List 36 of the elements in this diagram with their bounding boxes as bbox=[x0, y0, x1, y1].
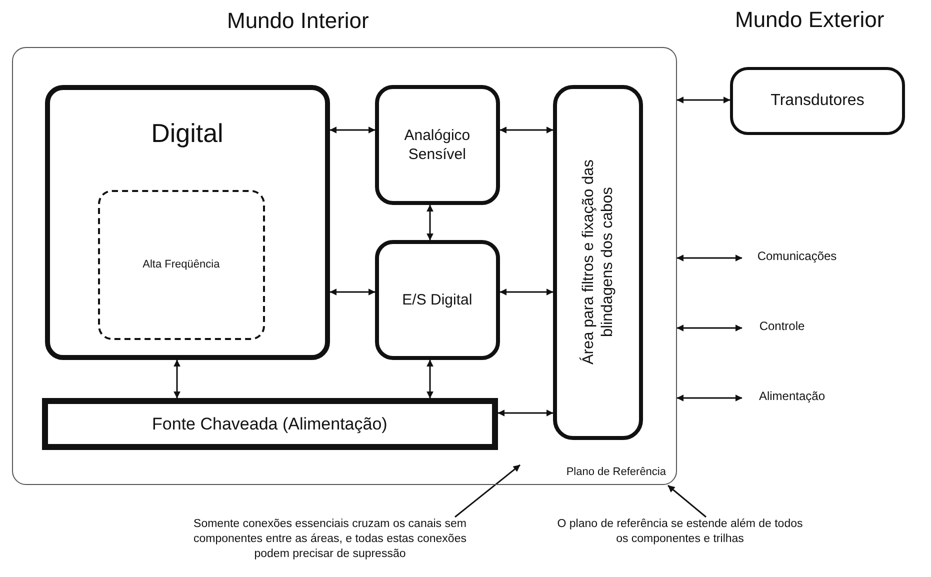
region-heading: Mundo Interior bbox=[227, 8, 369, 34]
block-label: Alta Freqüência bbox=[142, 257, 221, 272]
double-arrow bbox=[426, 204, 434, 240]
filter-area-block bbox=[552, 84, 643, 440]
block-label: Analógico Sensível bbox=[403, 126, 472, 164]
block-label: Alimentação bbox=[758, 389, 826, 404]
double-arrow bbox=[174, 360, 180, 398]
block-label: Somente conexões essenciais cruzam os canais sem componentes entre as áreas, e todas estas conexões podem precisar de supressão bbox=[192, 517, 468, 562]
block-label: Área para filtros e fixação das blindagens dos cabos bbox=[578, 158, 617, 367]
leader-arrow bbox=[454, 464, 520, 518]
block-label: O plano de referência se estende além de todos os componentes e trilhas bbox=[556, 517, 804, 547]
region-label: Plano de Referência bbox=[566, 466, 666, 478]
double-arrow bbox=[676, 324, 742, 332]
block-label: E/S Digital bbox=[401, 290, 474, 310]
block-label: Controle bbox=[758, 319, 806, 334]
block-label: Transdutores bbox=[770, 91, 866, 111]
high-frequency-block bbox=[98, 190, 265, 340]
leader-arrow bbox=[668, 484, 706, 518]
double-arrow bbox=[426, 360, 434, 398]
double-arrow bbox=[500, 288, 554, 296]
power-supply-block bbox=[42, 398, 498, 450]
double-arrow bbox=[330, 126, 376, 134]
double-arrow bbox=[500, 126, 554, 134]
double-arrow bbox=[676, 394, 742, 402]
digital-block bbox=[44, 84, 330, 360]
block-label: Comunicações bbox=[756, 249, 838, 264]
transducers-box bbox=[730, 67, 905, 135]
double-arrow bbox=[676, 254, 742, 262]
double-arrow bbox=[676, 96, 730, 104]
double-arrow bbox=[330, 288, 376, 296]
digital-io-block bbox=[374, 240, 500, 360]
block-label: Digital bbox=[150, 118, 224, 149]
double-arrow bbox=[498, 410, 554, 416]
block-label: Fonte Chaveada (Alimentação) bbox=[151, 413, 388, 434]
analog-block bbox=[374, 84, 500, 205]
region-heading: Mundo Exterior bbox=[735, 7, 884, 33]
